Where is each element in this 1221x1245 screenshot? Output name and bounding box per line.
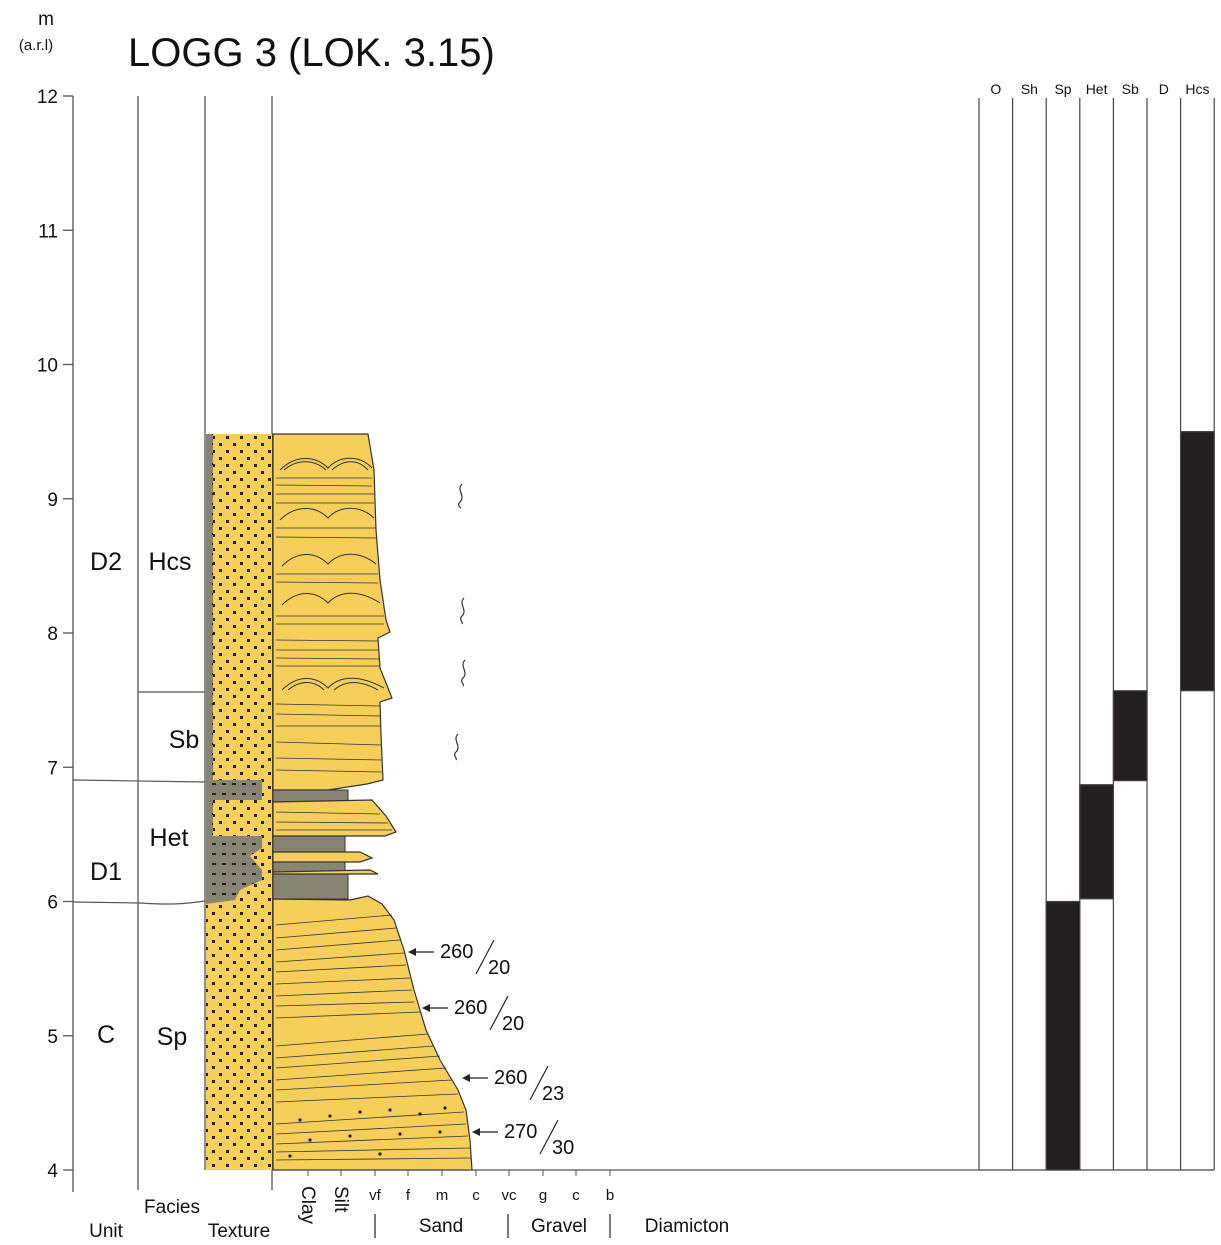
unit-label: D2: [90, 548, 122, 576]
measurement-divider: [529, 1065, 549, 1101]
grain-size-label: f: [406, 1187, 411, 1204]
grain-size-group-label: Gravel: [531, 1216, 587, 1237]
depth-tick-label: 5: [47, 1027, 58, 1048]
depth-unit-sublabel: (a.r.l): [19, 37, 53, 54]
arrow-head: [472, 1128, 480, 1136]
facies-column-label: Facies: [144, 1197, 200, 1218]
facies-column-header: Het: [1086, 81, 1108, 97]
facies-column-header: Sh: [1021, 81, 1038, 97]
grain-size-label: c: [472, 1187, 480, 1204]
texture-column: [206, 434, 272, 1170]
depth-tick-label: 11: [38, 221, 58, 242]
facies-column-header: Hcs: [1185, 81, 1209, 97]
measurement-divider: [475, 939, 495, 975]
grain-size-profile: [272, 433, 980, 1171]
facies-label: Hcs: [148, 548, 191, 576]
facies-interval-bar: [1112, 690, 1148, 782]
depth-axis: 4 5 6 7 8 9 10 11 12: [37, 87, 74, 1192]
depth-tick-label: 12: [37, 87, 58, 108]
facies-label: Sb: [169, 726, 200, 754]
facies-interval-bar: [1079, 784, 1115, 900]
facies-occurrence-chart: O Sh Sp Het Sb D Hcs: [978, 81, 1215, 1171]
facies-column-header: O: [990, 81, 1001, 97]
arrow-head: [422, 1004, 430, 1012]
unit-column-label: Unit: [89, 1221, 124, 1242]
grain-size-label: m: [436, 1187, 449, 1204]
grain-size-label: Silt: [330, 1186, 351, 1213]
facies-column-header: D: [1159, 81, 1169, 97]
facies-interval-bar: [1179, 431, 1215, 692]
facies-label: Sp: [157, 1023, 188, 1051]
grain-size-label: c: [572, 1187, 580, 1204]
facies-interval-bar: [1045, 900, 1081, 1171]
depth-tick-label: 8: [47, 624, 58, 645]
unit-label: D1: [90, 858, 122, 886]
unit-label: C: [97, 1021, 115, 1049]
grain-size-group-label: Sand: [419, 1216, 463, 1237]
facies-column-header: Sp: [1054, 81, 1071, 97]
grain-size-label: g: [539, 1187, 547, 1204]
measurement-dip: 20: [502, 1013, 524, 1035]
measurement-strike: 260: [440, 941, 473, 963]
arrow-head: [408, 948, 416, 956]
grain-size-label: Clay: [297, 1186, 318, 1225]
arrow-head: [462, 1074, 470, 1082]
depth-tick-label: 4: [47, 1161, 58, 1182]
measurement-strike: 260: [454, 997, 487, 1019]
measurement-dip: 30: [552, 1137, 574, 1159]
measurement-strike: 270: [504, 1121, 537, 1143]
measurement-dip: 20: [488, 957, 510, 979]
measurement-divider: [489, 995, 509, 1031]
depth-tick-label: 6: [47, 893, 58, 914]
depth-tick-label: 7: [47, 758, 58, 779]
grain-size-group-label: Diamicton: [645, 1216, 729, 1237]
texture-column-label: Texture: [208, 1221, 270, 1242]
grain-size-label: vc: [502, 1187, 518, 1204]
facies-label: Het: [150, 824, 189, 852]
measurement-strike: 260: [494, 1067, 527, 1089]
depth-tick-label: 10: [37, 356, 58, 377]
bioturbation-icons: [454, 483, 466, 761]
measurement-divider: [539, 1119, 559, 1155]
boundary-lines: [72, 691, 206, 905]
grain-size-label: b: [606, 1187, 614, 1204]
grain-size-label: vf: [369, 1187, 382, 1204]
log-title: LOGG 3 (LOK. 3.15): [128, 31, 495, 75]
depth-unit-label: m: [38, 9, 54, 30]
depth-tick-label: 9: [47, 490, 58, 511]
measurement-dip: 23: [542, 1083, 564, 1105]
facies-column-header: Sb: [1122, 81, 1139, 97]
